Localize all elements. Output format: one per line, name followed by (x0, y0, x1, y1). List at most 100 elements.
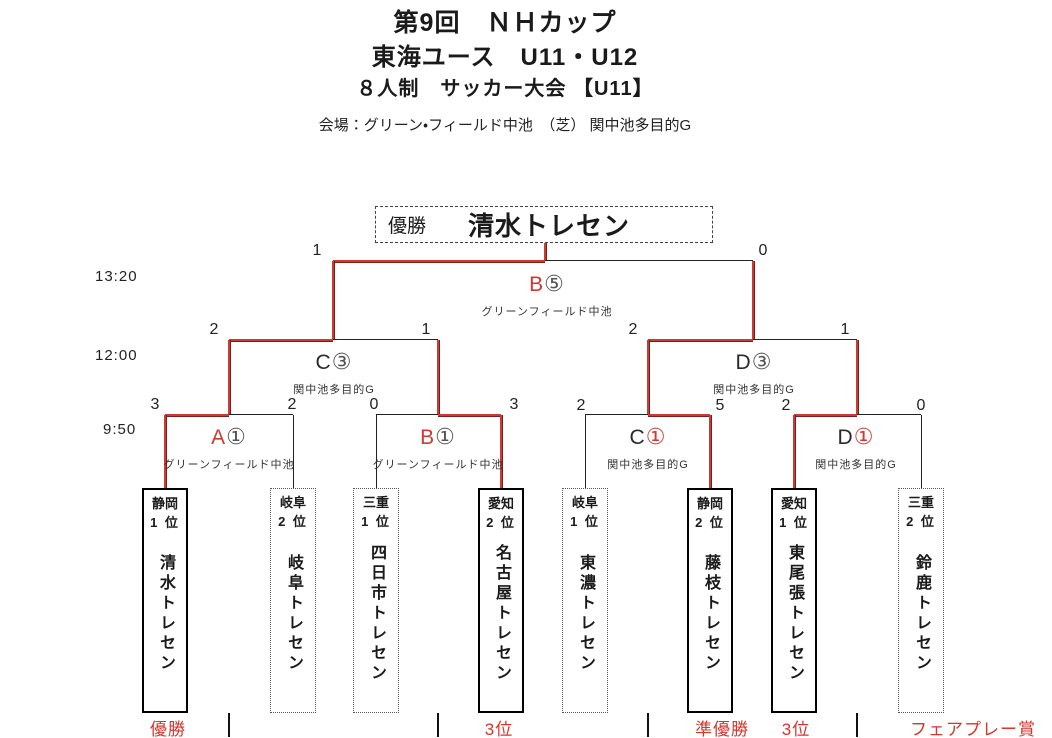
drop-team-1 (164, 415, 167, 488)
connector-sf2-left (648, 339, 753, 342)
match-number: ① (435, 424, 456, 449)
award-champion: 優勝 (150, 720, 186, 738)
score-qf-a-right: 2 (287, 396, 297, 413)
team-prefecture: 岐阜 (571, 495, 598, 510)
connector-qf-a-up (228, 340, 231, 415)
match-label-qf-b: B① グリーンフィールド中池 (338, 424, 538, 472)
team-rank: 1 位 (779, 515, 809, 530)
score-qf-d-left: 2 (781, 397, 791, 414)
team-box-fujieda: 静岡 2 位 藤枝トレセン (687, 488, 733, 713)
match-label-sf2: D③ 関中池多目的G (654, 349, 854, 397)
score-sf2-right: 1 (840, 321, 850, 338)
award-third-2: 3位 (781, 720, 811, 738)
team-box-tono: 岐阜 1 位 東濃トレセン (562, 488, 608, 713)
score-qf-c-left: 2 (576, 397, 586, 414)
team-prefecture: 静岡 (151, 496, 178, 511)
team-name-wrap: 岐阜トレセン (281, 530, 305, 712)
team-name: 藤枝トレセン (702, 554, 719, 674)
team-box-suzuka: 三重 2 位 鈴鹿トレセン (898, 488, 944, 713)
match-venue-qf-a: グリーンフィールド中池 (163, 459, 295, 471)
connector-qf-c-up (647, 340, 650, 415)
match-venue-sf1: 関中池多目的G (293, 384, 375, 396)
match-letter: D (837, 426, 854, 449)
match-venue-qf-c: 関中池多目的G (607, 459, 689, 471)
match-number: ① (853, 424, 875, 449)
team-name: 岐阜トレセン (285, 554, 302, 674)
drop-team-5 (585, 415, 586, 488)
page-title: 第9回 ＮＨカップ (393, 9, 617, 37)
award-runner-up: 準優勝 (695, 720, 749, 738)
score-qf-d-right: 0 (916, 397, 926, 414)
bottom-tick-3 (647, 713, 649, 737)
connector-qf-d-right (857, 414, 921, 415)
connector-qf-a-right (229, 414, 293, 415)
match-letter: A (211, 426, 227, 449)
team-name-wrap: 東尾張トレセン (782, 531, 806, 711)
match-id-qf-a: A① (129, 424, 329, 450)
connector-sf1-right (333, 339, 438, 340)
time-quarterfinal: 9:50 (103, 421, 137, 438)
match-id-qf-b: B① (338, 424, 538, 450)
team-prefecture: 静岡 (696, 496, 723, 511)
match-label-sf1: C③ 関中池多目的G (234, 349, 434, 397)
time-semifinal: 12:00 (95, 347, 138, 364)
connector-sf-left-up (332, 261, 335, 340)
match-label-qf-c: C① 関中池多目的G (548, 424, 748, 472)
connector-qf-a-left (165, 414, 229, 417)
drop-team-7 (793, 415, 796, 488)
connector-qf-b-left (376, 414, 438, 415)
connector-qf-d-left (794, 414, 857, 417)
match-letter: C (315, 351, 332, 374)
match-venue-qf-d: 関中池多目的G (815, 459, 897, 471)
team-name-wrap: 藤枝トレセン (698, 531, 722, 711)
team-rank: 2 位 (695, 515, 725, 530)
team-name: 鈴鹿トレセン (913, 554, 930, 674)
page-subtitle: 東海ユース U11・U12 (371, 44, 639, 71)
team-box-gifu: 岐阜 2 位 岐阜トレセン (270, 488, 316, 713)
team-prefecture: 愛知 (487, 496, 514, 511)
bottom-tick-4 (856, 713, 858, 737)
match-id-final: B⑤ (447, 271, 647, 297)
score-qf-a-left: 3 (150, 396, 160, 413)
match-id-sf1: C③ (234, 349, 434, 375)
connector-sf1-left (229, 339, 333, 342)
match-number: ① (226, 424, 247, 449)
team-rank: 1 位 (361, 514, 391, 529)
team-prefecture: 岐阜 (279, 495, 306, 510)
team-name: 東尾張トレセン (786, 544, 803, 684)
bottom-tick-2 (437, 713, 439, 737)
match-venue-final: グリーンフィールド中池 (481, 306, 613, 318)
connector-qf-c-left (585, 414, 648, 415)
score-qf-b-left: 0 (369, 396, 379, 413)
team-prefecture: 三重 (362, 495, 389, 510)
match-venue-sf2: 関中池多目的G (713, 384, 795, 396)
tournament-format: ８人制 サッカー大会 【U11】 (356, 78, 654, 100)
champion-label: 優勝 (388, 216, 427, 237)
team-box-yokkaichi: 三重 1 位 四日市トレセン (353, 488, 399, 713)
bottom-tick-1 (228, 713, 230, 737)
score-sf1-left: 2 (209, 321, 219, 338)
match-letter: B (420, 426, 436, 449)
score-final-left: 1 (312, 242, 322, 259)
match-letter: C (629, 426, 646, 449)
team-box-nagoya: 愛知 2 位 名古屋トレセン (478, 488, 524, 713)
match-letter: B (529, 273, 545, 296)
match-number: ③ (331, 349, 353, 374)
match-id-qf-c: C① (548, 424, 748, 450)
team-prefecture: 三重 (907, 495, 934, 510)
connector-qf-b-up (437, 340, 440, 415)
time-final: 13:20 (95, 268, 138, 285)
team-name-wrap: 清水トレセン (153, 531, 177, 711)
team-name: 清水トレセン (157, 554, 174, 674)
champion-team-name: 清水トレセン (468, 211, 631, 241)
team-prefecture: 愛知 (780, 496, 807, 511)
team-name: 東濃トレセン (577, 554, 594, 674)
team-name-wrap: 名古屋トレセン (489, 531, 513, 711)
team-rank: 1 位 (150, 515, 180, 530)
match-number: ⑤ (544, 271, 565, 296)
match-number: ③ (751, 349, 773, 374)
drop-team-8 (921, 415, 922, 488)
match-letter: D (735, 351, 752, 374)
team-box-shimizu: 静岡 1 位 清水トレセン (142, 488, 188, 713)
connector-sf-right-up (752, 261, 755, 340)
